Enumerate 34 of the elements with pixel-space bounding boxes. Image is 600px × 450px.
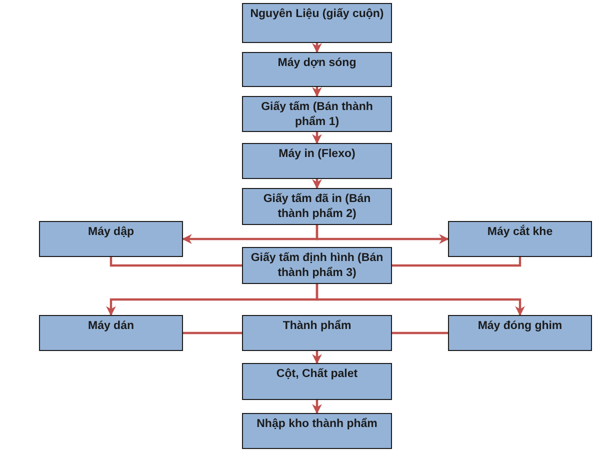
step-label: Máy dập bbox=[88, 225, 134, 240]
connector-arrow bbox=[316, 225, 449, 244]
process-box bbox=[242, 52, 392, 87]
step-label: Máy in (Flexo) bbox=[278, 147, 356, 162]
step-label: Máy dợn sóng bbox=[278, 56, 356, 71]
step-label: Nguyên Liệu (giấy cuộn) bbox=[250, 7, 384, 22]
connector-arrow bbox=[312, 87, 322, 97]
connector-arrow bbox=[312, 132, 322, 144]
step-label: Máy dán bbox=[88, 319, 134, 334]
process-box bbox=[448, 315, 592, 351]
process-box bbox=[242, 413, 392, 449]
process-box bbox=[39, 221, 183, 257]
step-label: Thành phẩm bbox=[282, 319, 352, 334]
step-label: Máy cắt khe bbox=[487, 225, 553, 240]
process-box bbox=[242, 3, 392, 43]
process-box bbox=[242, 96, 392, 132]
process-box bbox=[39, 315, 183, 351]
process-box bbox=[242, 247, 392, 284]
connector-arrow bbox=[312, 351, 322, 364]
step-label: Máy đóng ghim bbox=[478, 319, 562, 334]
process-box bbox=[242, 143, 392, 179]
step-label: Nhập kho thành phẩm bbox=[256, 417, 378, 432]
connector-arrow bbox=[312, 43, 322, 53]
process-box bbox=[242, 188, 392, 225]
process-box bbox=[242, 315, 392, 351]
process-box bbox=[448, 221, 592, 257]
step-label: Giấy tấm đã in (Bán thành phẩm 2) bbox=[262, 192, 372, 222]
step-label: Giấy tấm định hình (Bán thành phẩm 3) bbox=[250, 251, 384, 281]
connector-arrow bbox=[312, 179, 322, 189]
connector-arrow bbox=[316, 284, 525, 316]
connector-arrow bbox=[312, 400, 322, 414]
process-box bbox=[242, 363, 392, 400]
step-label: Giấy tấm (Bán thành phẩm 1) bbox=[260, 100, 374, 130]
step-label: Cột, Chất palet bbox=[276, 367, 358, 382]
